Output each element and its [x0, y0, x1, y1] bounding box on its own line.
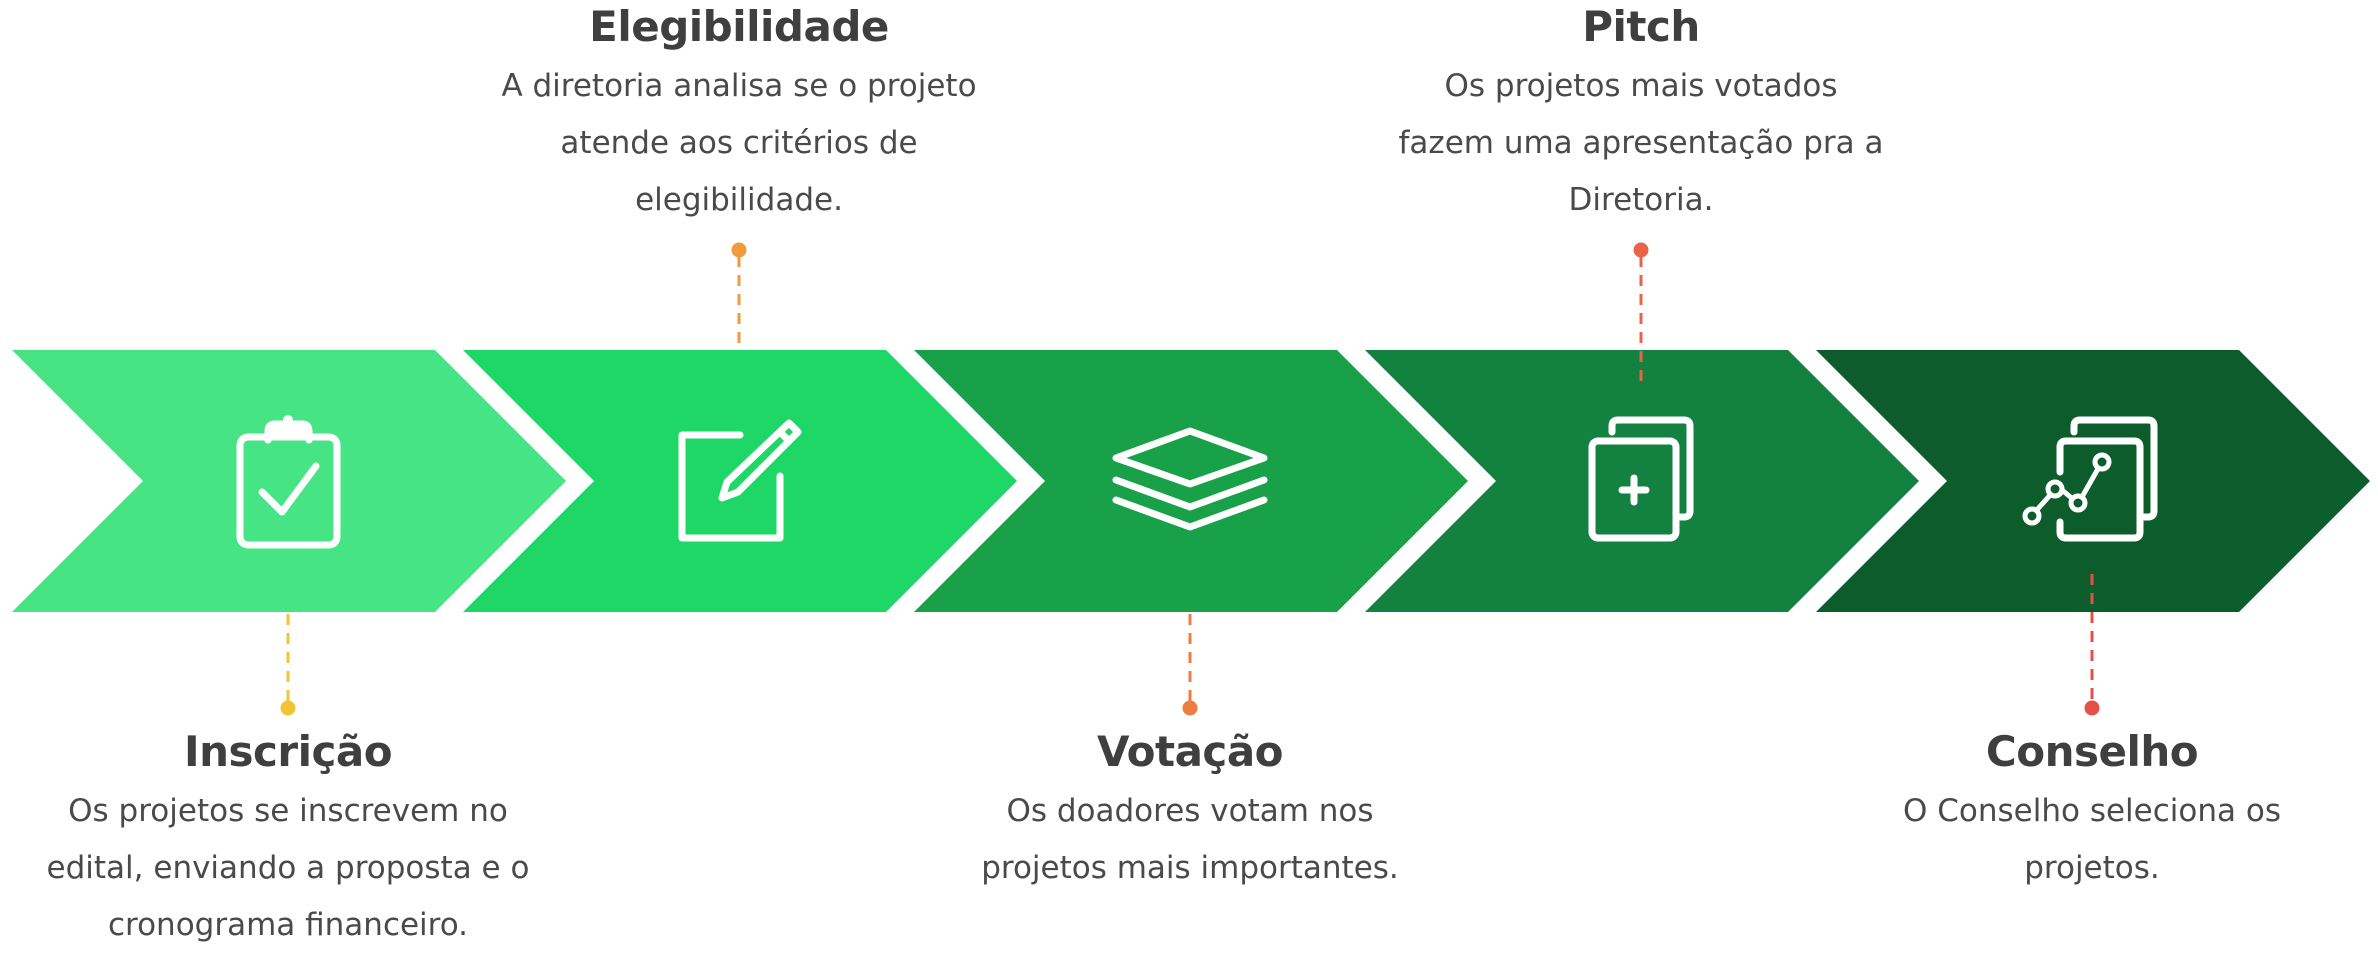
step-1-connector — [280, 614, 296, 716]
description-line: projetos mais importantes. — [981, 850, 1399, 886]
step-3-connector — [1182, 614, 1198, 716]
document-chart-icon — [2022, 416, 2158, 542]
step-1-arrow — [12, 350, 566, 612]
description-line: elegibilidade. — [635, 182, 843, 218]
layers-icon — [1112, 427, 1268, 531]
clipboard-check-icon — [236, 415, 341, 549]
step-3-description: Os doadores votam nos projetos mais impo… — [940, 783, 1440, 897]
description-line: O Conselho seleciona os — [1903, 793, 2281, 829]
step-4-connector — [1633, 242, 1649, 385]
description-line: Os projetos mais votados — [1444, 68, 1838, 104]
step-3-title: Votação — [1096, 727, 1284, 776]
step-2-label: Elegibilidade A diretoria analisa se o p… — [489, 0, 989, 229]
step-4-arrow — [1365, 350, 1919, 612]
step-2-title: Elegibilidade — [589, 2, 889, 51]
step-5-title: Conselho — [1985, 727, 2199, 776]
description-line: atende aos critérios de — [560, 125, 918, 161]
step-5-label: Conselho O Conselho seleciona os projeto… — [1842, 725, 2342, 897]
description-line: A diretoria analisa se o projeto — [501, 68, 977, 104]
step-4-label: Pitch Os projetos mais votados fazem uma… — [1391, 0, 1891, 229]
description-line: cronograma financeiro. — [107, 907, 469, 943]
step-1-title: Inscrição — [183, 727, 393, 776]
description-line: edital, enviando a proposta e o — [46, 850, 530, 886]
description-line: fazem uma apresentação pra a — [1398, 125, 1884, 161]
step-3-label: Votação Os doadores votam nos projetos m… — [940, 725, 1440, 897]
document-add-icon — [1588, 416, 1694, 542]
step-4-title: Pitch — [1582, 2, 1700, 51]
step-4-description: Os projetos mais votados fazem uma apres… — [1391, 58, 1891, 229]
step-2-connector — [731, 242, 747, 348]
description-line: projetos. — [2024, 850, 2160, 886]
description-line: Os projetos se inscrevem no — [68, 793, 508, 829]
step-2-description: A diretoria analisa se o projeto atende … — [489, 58, 989, 229]
edit-pencil-icon — [678, 419, 802, 542]
step-5-connector — [2084, 574, 2100, 716]
step-2-arrow — [463, 350, 1017, 612]
description-line: Diretoria. — [1568, 182, 1714, 218]
step-5-description: O Conselho seleciona os projetos. — [1842, 783, 2342, 897]
step-1-label: Inscrição Os projetos se inscrevem no ed… — [38, 725, 538, 954]
step-1-description: Os projetos se inscrevem no edital, envi… — [38, 783, 538, 954]
description-line: Os doadores votam nos — [1006, 793, 1374, 829]
